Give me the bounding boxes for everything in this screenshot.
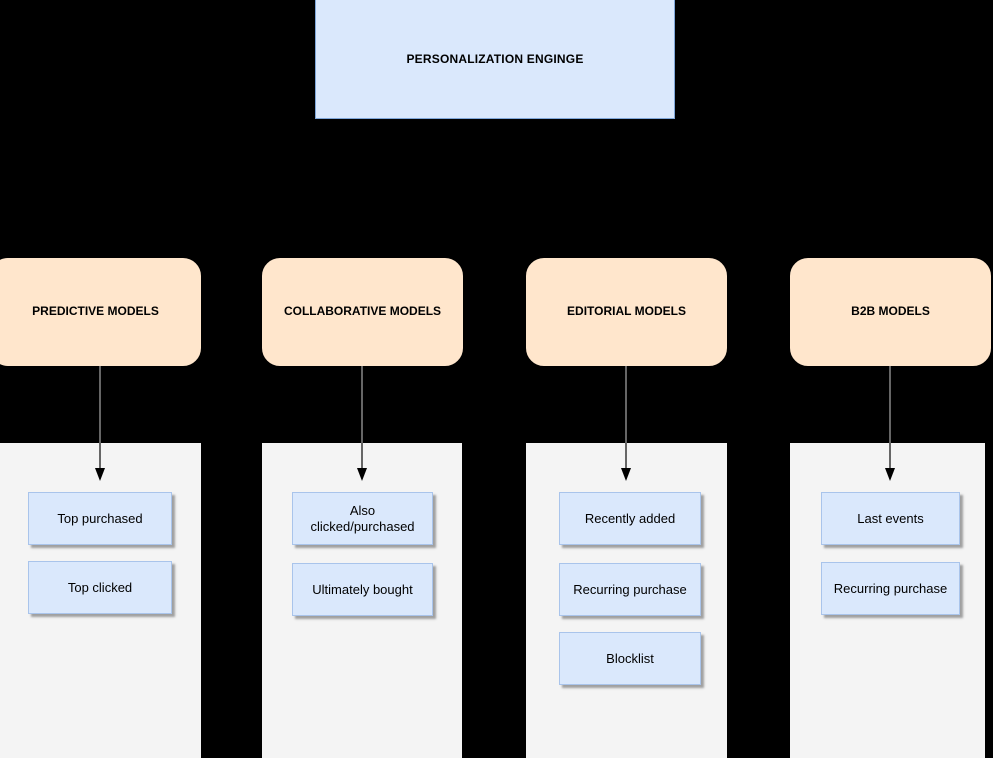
- item-label-last-events: Last events: [857, 510, 924, 526]
- model-box-collaborative[interactable]: COLLABORATIVE MODELS: [262, 258, 463, 366]
- item-box-top-clicked[interactable]: Top clicked: [28, 561, 172, 614]
- arrow-down-editorial: [619, 366, 633, 486]
- item-box-top-purchased[interactable]: Top purchased: [28, 492, 172, 545]
- item-label-ultimately-bought: Ultimately bought: [312, 581, 413, 597]
- item-label-recurring-purchase-editorial: Recurring purchase: [573, 581, 687, 597]
- item-box-blocklist[interactable]: Blocklist: [559, 632, 701, 685]
- arrow-down-collaborative: [355, 366, 369, 486]
- model-box-b2b[interactable]: B2B MODELS: [790, 258, 991, 366]
- personalization-engine-label: PERSONALIZATION ENGINGE: [406, 51, 584, 66]
- item-label-recently-added: Recently added: [584, 510, 676, 526]
- item-box-recurring-purchase-b2b[interactable]: Recurring purchase: [821, 562, 960, 615]
- model-box-predictive[interactable]: PREDICTIVE MODELS: [0, 258, 201, 366]
- model-label-predictive: PREDICTIVE MODELS: [32, 304, 159, 319]
- item-box-recently-added[interactable]: Recently added: [559, 492, 701, 545]
- item-label-top-clicked: Top clicked: [67, 579, 133, 595]
- model-label-b2b: B2B MODELS: [851, 304, 930, 319]
- item-box-recurring-purchase-editorial[interactable]: Recurring purchase: [559, 563, 701, 616]
- arrow-down-predictive: [93, 366, 107, 486]
- item-label-blocklist: Blocklist: [606, 650, 654, 666]
- arrow-down-b2b: [883, 366, 897, 486]
- item-box-ultimately-bought[interactable]: Ultimately bought: [292, 563, 433, 616]
- personalization-engine-box[interactable]: PERSONALIZATION ENGINGE: [315, 0, 675, 119]
- model-box-editorial[interactable]: EDITORIAL MODELS: [526, 258, 727, 366]
- item-box-last-events[interactable]: Last events: [821, 492, 960, 545]
- model-label-collaborative: COLLABORATIVE MODELS: [283, 304, 442, 319]
- model-label-editorial: EDITORIAL MODELS: [567, 304, 686, 319]
- item-label-top-purchased: Top purchased: [57, 510, 143, 526]
- item-box-also-clicked-purchased[interactable]: Also clicked/purchased: [292, 492, 433, 545]
- item-label-recurring-purchase-b2b: Recurring purchase: [833, 580, 948, 596]
- item-label-also-clicked-purchased: Also clicked/purchased: [310, 502, 415, 534]
